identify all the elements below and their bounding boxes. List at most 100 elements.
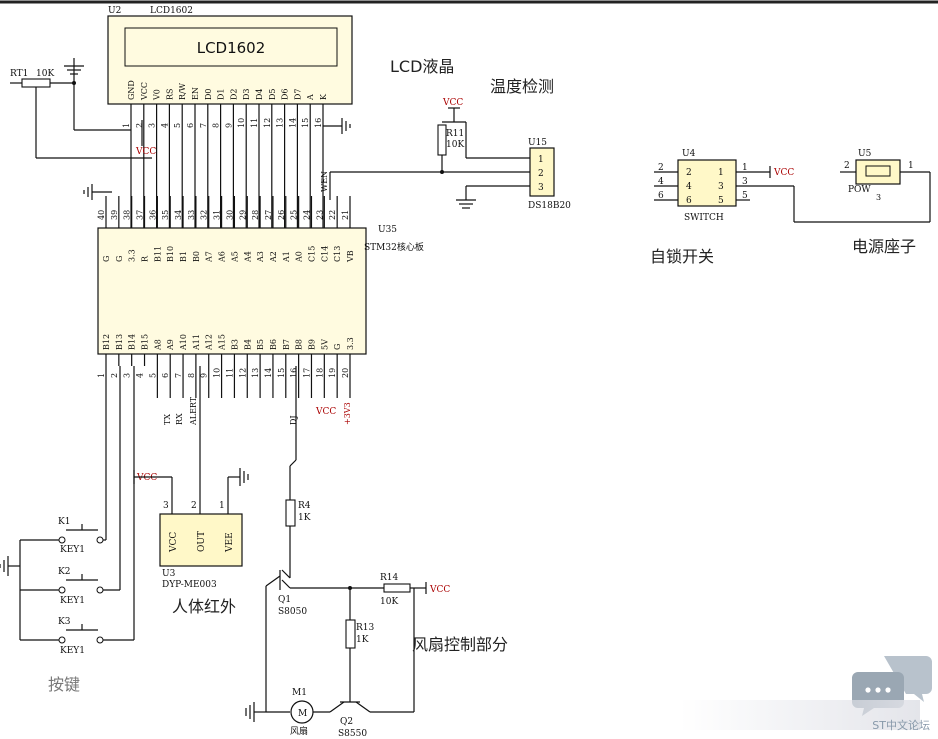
stm32-top-pin-name: G: [102, 256, 111, 262]
stm32-bottom-pin-name: B3: [230, 339, 239, 350]
pir-ref: U3: [162, 569, 176, 579]
lcd-pin-name: D2: [229, 88, 238, 100]
lcd-pin-name: EN: [191, 87, 200, 100]
lcd-pin-name: VCC: [140, 82, 149, 101]
stm32-bottom-pin-number: 6: [161, 373, 170, 378]
stm32-bottom-pin-number: 8: [187, 373, 196, 378]
k1-ref: K1: [58, 517, 70, 527]
ds18b20-sensor: 温度检测 VCC R11 10K WEN U15 1 2 3 DS18B20: [320, 77, 571, 211]
stm32-top-pin-name: R: [141, 255, 150, 262]
switch-right-outer-num: 1: [742, 163, 748, 173]
site-watermark: ST中文论坛: [872, 719, 930, 732]
lcd-pin-name: GND: [127, 80, 136, 100]
stm32-top-pin-number: 32: [200, 210, 209, 220]
stm32-bottom-pin-number: 9: [200, 373, 209, 378]
switch-right-inner-num: 1: [718, 168, 724, 178]
rt1-ref: RT1: [10, 69, 28, 79]
stm32-bottom-pin-number: 20: [341, 368, 350, 378]
pir-pin-vee: VEE: [225, 532, 235, 553]
stm32-bottom-pin-name: B13: [115, 334, 124, 350]
lcd-pin-name: K: [319, 93, 328, 100]
lcd-pin-number: 2: [135, 123, 144, 128]
k2-ref: K2: [58, 567, 70, 577]
switch-vcc-label: VCC: [773, 168, 794, 178]
m1-symbol: M: [298, 709, 307, 719]
switch-right-outer-num: 3: [742, 177, 748, 187]
stm32-bottom-pin-name: B14: [128, 334, 137, 350]
lcd-pin-number: 5: [173, 123, 182, 128]
stm32-top-pin-name: VB: [346, 250, 355, 263]
stm32-top-pin-number: 24: [302, 210, 311, 220]
r14-ref: R14: [380, 573, 399, 583]
pir-caption: 人体红外: [172, 597, 236, 616]
stm32-bottom-pin-name: B4: [243, 339, 252, 350]
q1-part: S8050: [278, 607, 307, 617]
r14-vcc-label: VCC: [429, 585, 450, 595]
switch-left-inner-num: 2: [686, 168, 692, 178]
switch-caption: 自锁开关: [650, 247, 714, 266]
stm32-top-pin-name: 3.3: [128, 249, 137, 262]
r13-value: 1K: [356, 635, 369, 645]
stm32-top-pin-name: C13: [333, 246, 342, 262]
net-rx-label: RX: [175, 413, 184, 425]
switch-left-inner-num: 4: [686, 182, 692, 192]
lcd-pin-name: D6: [281, 88, 290, 100]
stm32-bottom-pin-name: B5: [256, 339, 265, 350]
lcd-pin-number: 15: [301, 118, 310, 128]
k1-part: KEY1: [60, 545, 85, 555]
lcd-pin-number: 3: [148, 123, 157, 128]
lcd-pin-number: 9: [224, 123, 233, 128]
stm32-top-pin-name: C14: [320, 246, 329, 262]
stm32-top-pin-name: A2: [269, 251, 278, 263]
r4-value: 1K: [298, 513, 311, 523]
stm32-top-pin-number: 36: [148, 210, 157, 220]
stm32-bottom-pin-number: 13: [251, 368, 260, 378]
k1-contact-b: [96, 536, 104, 544]
switch-left-outer-num: 2: [658, 163, 664, 173]
stm32-top-pin-name: A7: [205, 251, 214, 263]
stm32-bottom-pin-name: A15: [218, 334, 227, 351]
stm32-bottom-pin-name: B6: [269, 339, 278, 350]
pir-pin-out: OUT: [197, 531, 207, 552]
stm32-part: STM32核心板: [364, 241, 424, 253]
stm32-bottom-pin-name: B7: [282, 339, 291, 350]
stm32-bottom-pin-name: B8: [295, 339, 304, 350]
r13-ref: R13: [356, 623, 375, 633]
q1-base: [281, 569, 291, 579]
r4-body: [285, 499, 296, 527]
pir-sensor: VCC 3 2 1 VCC OUT VEE U3 DYP-ME003 人体红外: [133, 366, 249, 616]
switch-ref: U4: [682, 149, 696, 159]
stm32-top-pin-number: 35: [161, 210, 170, 220]
stm32-bottom-pin-name: A8: [153, 339, 162, 351]
stm32-top-pin-name: A6: [218, 251, 227, 263]
stm32-bottom-pin-number: 10: [213, 368, 222, 378]
pir-vcc-label: VCC: [136, 473, 157, 483]
stm32-top-pin-name: A4: [243, 251, 252, 263]
k2-contact-b: [96, 586, 104, 594]
lcd-pin-name: D7: [293, 88, 302, 100]
stm32-top-pin-number: 26: [277, 210, 286, 220]
k2-contact-a: [58, 586, 66, 594]
lcd-pin-number: 8: [212, 123, 221, 128]
stm32-top-pin-name: B1: [179, 251, 188, 262]
r11-body: [437, 124, 447, 156]
lcd-pin-name: D4: [255, 88, 264, 100]
lcd-screen-text: LCD1602: [197, 39, 266, 57]
stm32-bottom-pin-name: A9: [166, 339, 175, 351]
lcd-pin-number: 6: [186, 123, 195, 128]
rt1-body: [21, 78, 51, 88]
stm32-bottom-pin-name: A10: [179, 334, 188, 351]
stm32-bottom-pin-number: 4: [136, 373, 145, 378]
power-body: [855, 159, 901, 185]
lcd-screen: [124, 27, 338, 67]
lcd-pin-number: 16: [314, 118, 323, 128]
k3-part: KEY1: [60, 646, 85, 656]
stm32-top-pin-name: A1: [282, 251, 291, 263]
m1-ref: M1: [292, 688, 307, 698]
rt1-potentiometer: RT1 10K VCC: [10, 58, 351, 159]
r13-body: [345, 619, 356, 649]
stm32-bottom-pins: B121B132B143B154A85A96A107A118A129A1510B…: [97, 334, 355, 398]
stm32-top-pin-number: 37: [136, 210, 145, 220]
